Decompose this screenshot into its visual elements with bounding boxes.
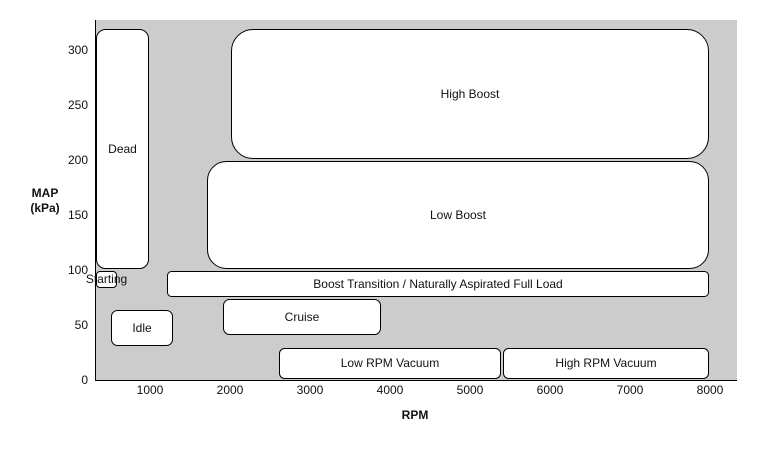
y-axis-title-line1: MAP: [31, 186, 59, 200]
region-label: Boost Transition / Naturally Aspirated F…: [313, 276, 563, 291]
x-tick-label: 3000: [296, 383, 324, 397]
y-tick-label: 50: [74, 318, 88, 332]
region-label: Starting: [85, 272, 128, 287]
region-dead: Dead: [96, 29, 149, 269]
region-low-rpm-vacuum: Low RPM Vacuum: [279, 348, 501, 379]
region-label: Cruise: [284, 309, 320, 324]
x-tick-label: 4000: [376, 383, 404, 397]
region-high-boost: High Boost: [231, 29, 709, 159]
region-label: Low RPM Vacuum: [340, 356, 440, 371]
y-tick-label: 200: [67, 153, 88, 167]
y-tick-label: 150: [67, 208, 88, 222]
y-tick-label: 100: [67, 263, 88, 277]
region-label: Idle: [132, 320, 152, 335]
region-starting: Starting: [86, 271, 127, 288]
x-tick-label: 8000: [696, 383, 724, 397]
x-axis-title: RPM: [401, 408, 429, 422]
x-tick-label: 2000: [216, 383, 244, 397]
region-idle: Idle: [111, 309, 173, 346]
y-axis-title-line2: (kPa): [30, 201, 60, 215]
x-tick-label: 7000: [616, 383, 644, 397]
region-high-rpm-vacuum: High RPM Vacuum: [503, 348, 709, 379]
region-label: Low Boost: [429, 207, 487, 222]
x-tick-label: 5000: [456, 383, 484, 397]
x-tick-label: 1000: [136, 383, 164, 397]
region-boost-transition-naturally-aspirated-full-load: Boost Transition / Naturally Aspirated F…: [167, 271, 709, 297]
x-tick-label: 6000: [536, 383, 564, 397]
y-axis-title: MAP (kPa): [20, 186, 70, 216]
y-tick-label: 0: [81, 373, 88, 387]
region-label: High RPM Vacuum: [555, 356, 657, 371]
y-tick-label: 250: [67, 98, 88, 112]
region-cruise: Cruise: [223, 298, 381, 335]
region-low-boost: Low Boost: [207, 161, 709, 269]
y-tick-label: 300: [67, 43, 88, 57]
region-label: Dead: [108, 141, 137, 156]
region-label: High Boost: [440, 86, 500, 101]
